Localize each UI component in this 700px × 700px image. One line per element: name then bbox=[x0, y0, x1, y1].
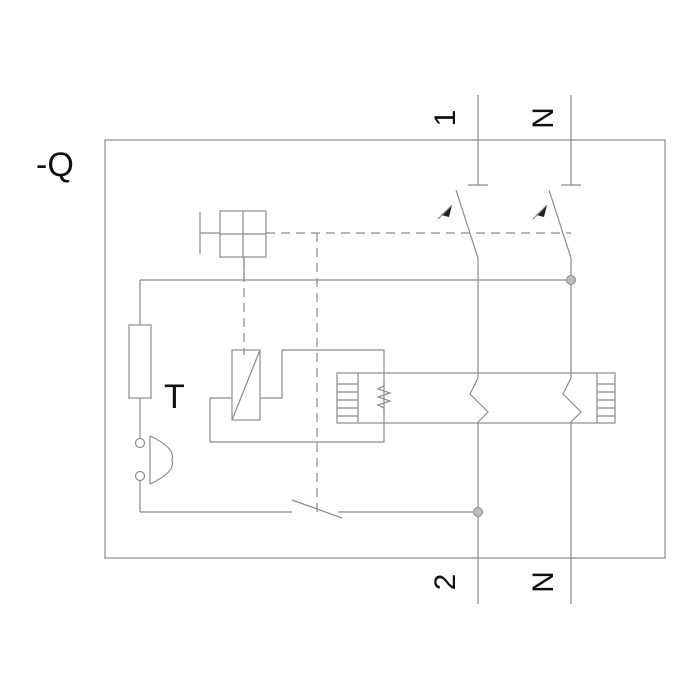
neutral-conductor bbox=[548, 95, 582, 604]
terminal-label-n-bottom: N bbox=[527, 571, 560, 593]
secondary-winding bbox=[376, 380, 392, 414]
summation-transformer bbox=[336, 372, 616, 424]
latch-mechanism-icon bbox=[199, 210, 267, 280]
test-switch-contact bbox=[291, 499, 343, 519]
device-enclosure bbox=[104, 139, 666, 559]
test-button-icon[interactable] bbox=[149, 435, 174, 485]
terminal-label-n-top: N bbox=[527, 107, 560, 129]
device-designation: -Q bbox=[36, 146, 74, 184]
test-circuit bbox=[128, 279, 571, 519]
terminal-label-2: 2 bbox=[429, 574, 462, 591]
junction-dot bbox=[566, 275, 576, 285]
test-button-label: T bbox=[164, 378, 185, 416]
terminal-label-1: 1 bbox=[429, 110, 462, 127]
release-coil bbox=[209, 349, 385, 443]
phase-conductor bbox=[455, 95, 489, 604]
test-resistor bbox=[128, 324, 152, 399]
junction-dot bbox=[473, 507, 483, 517]
